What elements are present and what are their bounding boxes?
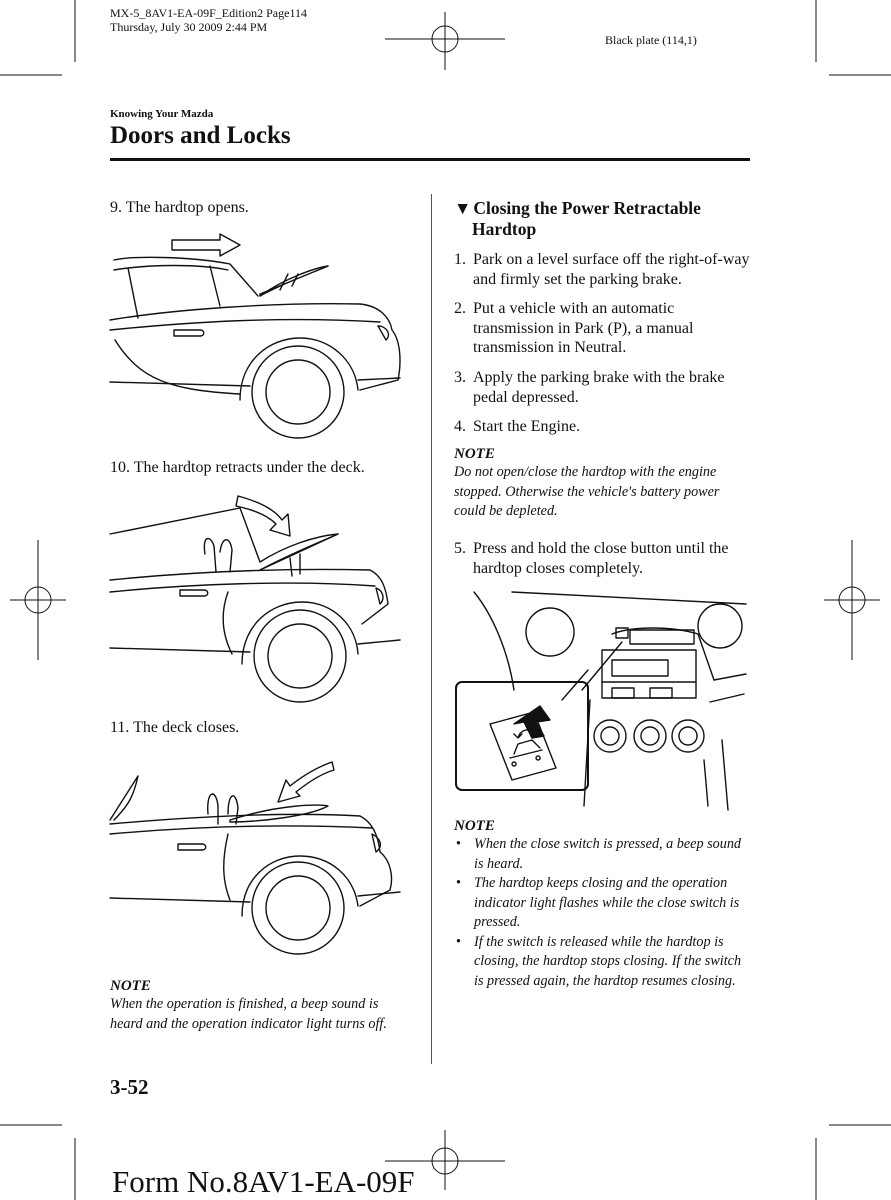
- page-title: Doors and Locks: [110, 122, 291, 149]
- step-11: 11. The deck closes.: [110, 719, 240, 736]
- section-label: Knowing Your Mazda: [110, 108, 214, 120]
- step-number: 2.: [454, 300, 466, 317]
- step-number: 3.: [454, 369, 466, 386]
- list-item: If the switch is released while the hard…: [454, 933, 754, 992]
- print-job-line2: Thursday, July 30 2009 2:44 PM: [110, 20, 268, 34]
- registration-mark-left: [10, 540, 66, 660]
- title-rule: [110, 158, 750, 161]
- step-9: 9. The hardtop opens.: [110, 199, 249, 216]
- deck-closes-illustration: [109, 761, 401, 955]
- curved-arrow-icon: [277, 761, 335, 803]
- registration-mark-right: [824, 540, 880, 660]
- switch-callout-box: [455, 681, 589, 791]
- form-number: Form No.8AV1-EA-09F: [112, 1164, 415, 1199]
- left-note: NOTE When the operation is finished, a b…: [110, 978, 410, 1034]
- right-note-1-heading: NOTE: [454, 446, 495, 462]
- step-number: 5.: [454, 540, 466, 557]
- step-text: Park on a level surface off the right-of…: [473, 251, 750, 288]
- right-note-1-text: Do not open/close the hardtop with the e…: [454, 464, 720, 519]
- left-note-text: When the operation is finished, a beep s…: [110, 996, 387, 1032]
- arrow-right-icon: [171, 233, 241, 257]
- left-note-heading: NOTE: [110, 978, 151, 994]
- curved-arrow-icon: [235, 495, 291, 537]
- list-item: When the close switch is pressed, a beep…: [454, 835, 754, 874]
- step-number: 4.: [454, 418, 466, 435]
- step-text: Apply the parking brake with the brake p…: [473, 369, 725, 406]
- list-item: The hardtop keeps closing and the operat…: [454, 874, 754, 933]
- right-note-1: NOTE Do not open/close the hardtop with …: [454, 446, 754, 522]
- step-text: Put a vehicle with an automatic transmis…: [473, 300, 694, 356]
- right-step-5: 5. Press and hold the close button until …: [454, 539, 750, 578]
- column-divider: [431, 194, 432, 1064]
- hardtop-opens-illustration: [109, 233, 401, 439]
- press-arrow-icon: [513, 705, 551, 739]
- right-note-2-heading: NOTE: [454, 818, 495, 834]
- hardtop-retracts-illustration: [109, 495, 401, 703]
- right-step-3: 3. Apply the parking brake with the brake…: [454, 368, 750, 407]
- right-heading: ▼ Closing the Power Retractable Hardtop: [454, 198, 754, 240]
- registration-mark-bottom: [385, 1130, 505, 1190]
- right-step-1: 1. Park on a level surface off the right-…: [454, 250, 750, 289]
- right-heading-line2: Hardtop: [472, 219, 537, 239]
- step-text: Start the Engine.: [473, 418, 581, 435]
- close-switch-illustration: [455, 591, 747, 811]
- right-note-2-list: When the close switch is pressed, a beep…: [454, 835, 754, 991]
- print-job-line1: MX-5_8AV1-EA-09F_Edition2 Page114: [110, 6, 307, 20]
- right-note-2: NOTE When the close switch is pressed, a…: [454, 818, 754, 991]
- step-text: Press and hold the close button until th…: [473, 540, 729, 577]
- step-10: 10. The hardtop retracts under the deck.: [110, 459, 365, 476]
- plate-info: Black plate (114,1): [605, 33, 697, 47]
- right-step-4: 4. Start the Engine.: [454, 417, 750, 437]
- car-roof-close-icon: [509, 739, 543, 767]
- step-number: 1.: [454, 251, 466, 268]
- right-heading-line1: Closing the Power Retractable: [473, 198, 701, 218]
- page-number: 3-52: [110, 1075, 149, 1099]
- right-step-2: 2. Put a vehicle with an automatic transm…: [454, 299, 750, 358]
- print-job-info: MX-5_8AV1-EA-09F_Edition2 Page114 Thursd…: [110, 6, 307, 34]
- down-triangle-icon: ▼: [454, 198, 472, 218]
- registration-mark-top: [385, 12, 505, 70]
